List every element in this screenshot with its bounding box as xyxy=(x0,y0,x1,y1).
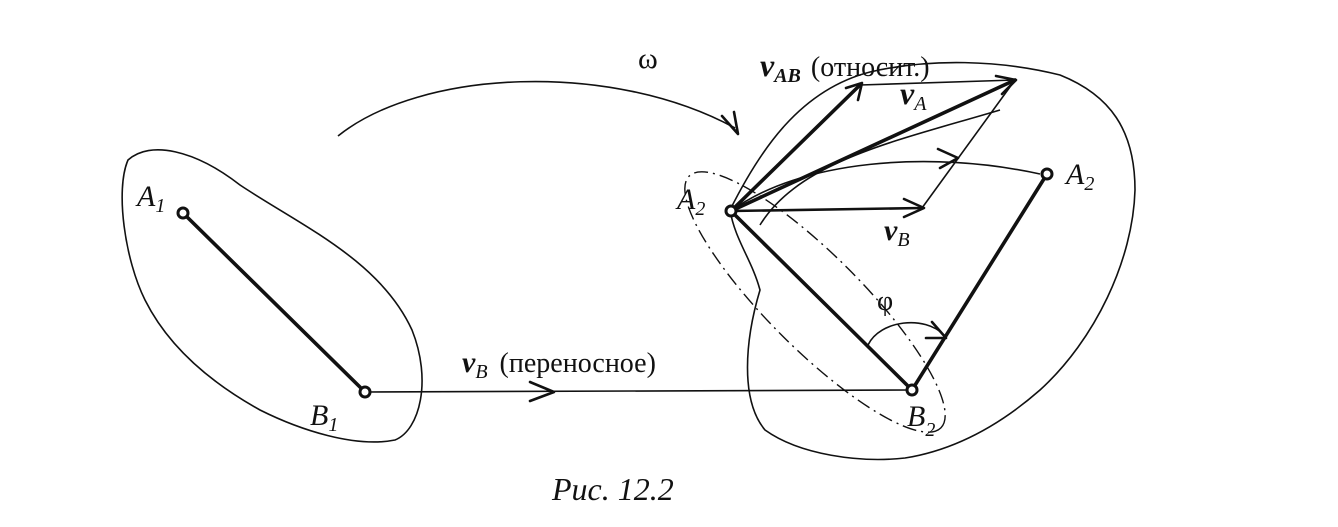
vector-va-head xyxy=(994,74,1018,96)
translation-line xyxy=(364,389,913,393)
label-va: vA xyxy=(900,75,927,115)
point-b2 xyxy=(905,383,919,397)
body-outline-initial xyxy=(121,149,423,443)
label-vb-translation: vB(переносное) xyxy=(462,346,656,383)
vector-vb xyxy=(729,206,924,213)
vector-vab-head xyxy=(844,81,864,102)
label-omega: ω xyxy=(638,42,658,75)
point-b1 xyxy=(358,385,372,399)
point-a2-translated xyxy=(724,204,738,218)
label-b1: B1 xyxy=(310,399,338,436)
angle-phi-arrowhead xyxy=(924,320,948,340)
label-a2-right: A2 xyxy=(1064,158,1094,195)
angle-phi-arc xyxy=(867,321,945,346)
segment-b2-a2-rotated xyxy=(910,172,1049,392)
rotation-path-a xyxy=(730,160,1041,212)
rotation-arc xyxy=(337,80,736,137)
dashdot-ellipse xyxy=(684,171,946,433)
label-vb-near-a2: vB xyxy=(884,214,910,251)
rotation-path-a-head xyxy=(936,147,960,170)
label-a1: A1 xyxy=(135,180,165,217)
vector-vb-head xyxy=(902,197,926,219)
point-a2-rotated xyxy=(1040,167,1054,181)
construct-line-side xyxy=(921,79,1016,209)
rotation-arc-head xyxy=(720,110,740,136)
label-b2: B2 xyxy=(907,400,935,441)
vector-vab xyxy=(729,83,862,213)
vb-translation-arrowhead xyxy=(528,380,556,403)
segment-a1-b1 xyxy=(181,211,367,394)
label-vab: vAB(относит.) xyxy=(760,47,930,87)
body-outline-final xyxy=(729,61,1136,461)
segment-a2-b2-translated xyxy=(729,209,914,392)
vector-va xyxy=(729,78,1017,213)
figure-caption: Рис. 12.2 xyxy=(551,471,674,507)
point-a1 xyxy=(176,206,190,220)
label-a2-left: A2 xyxy=(675,183,705,220)
construct-line-top xyxy=(859,79,1016,86)
label-phi: φ xyxy=(877,286,893,317)
